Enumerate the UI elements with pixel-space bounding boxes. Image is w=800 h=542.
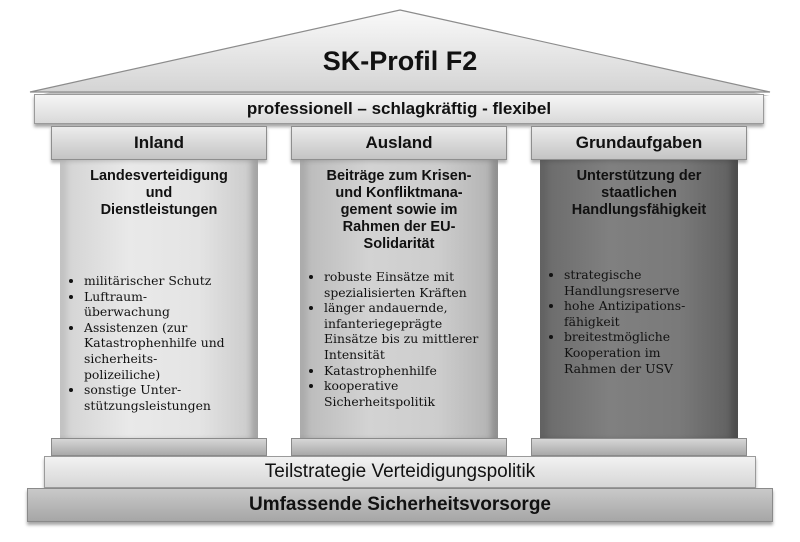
pillar-plinth [291,438,507,456]
pillar-inland: Landesverteidigung und Dienstleistungen … [60,160,258,440]
list-item: strategische Handlungsreserve [564,267,704,298]
pillar-points: robuste Einsätze mit spezialisierten Krä… [308,269,490,409]
pillar-points: strategische Handlungsreserve hohe Antiz… [548,267,730,376]
base-step-lower: Umfassende Sicherheitsvorsorge [27,488,773,522]
list-item: Katastrophenhilfe [324,363,490,379]
diagram-title: SK-Profil F2 [322,46,478,76]
list-item: breitestmögliche Kooperation im Rahmen d… [564,329,704,376]
pillar-grundaufgaben: Unterstützung der staatlichen Handlungsf… [540,160,738,440]
roof-pediment [29,9,771,96]
pillar-heading: Unterstützung der staatlichen Handlungsf… [571,168,707,218]
list-item: Luftraum-überwachung [84,289,204,320]
base-step-upper: Teilstrategie Verteidigungspolitik [44,456,756,488]
pillar-plinth [531,438,747,456]
list-item: robuste Einsätze mit spezialisierten Krä… [324,269,474,300]
pillar-ausland: Beiträge zum Krisen- und Konfliktmana- g… [300,160,498,440]
pillar-heading: Landesverteidigung und Dienstleistungen [90,168,228,218]
list-item: Assistenzen (zur Katastrophenhilfe und s… [84,320,229,382]
list-item: länger andauernde, infanteriegeprägte Ei… [324,300,479,362]
pillar-header-inland: Inland [51,126,267,160]
list-item: militärischer Schutz [84,273,250,289]
motto-beam: professionell – schlagkräftig - flexibel [34,94,764,124]
pillar-header-grundaufgaben: Grundaufgaben [531,126,747,160]
list-item: sonstige Unter-stützungsleistungen [84,382,234,413]
pillar-plinth [51,438,267,456]
pillar-points: militärischer Schutz Luftraum-überwachun… [68,273,250,413]
pillar-heading: Beiträge zum Krisen- und Konfliktmana- g… [326,168,472,252]
list-item: kooperative Sicherheitspolitik [324,378,464,409]
pillar-header-ausland: Ausland [291,126,507,160]
list-item: hohe Antizipations-fähigkeit [564,298,714,329]
